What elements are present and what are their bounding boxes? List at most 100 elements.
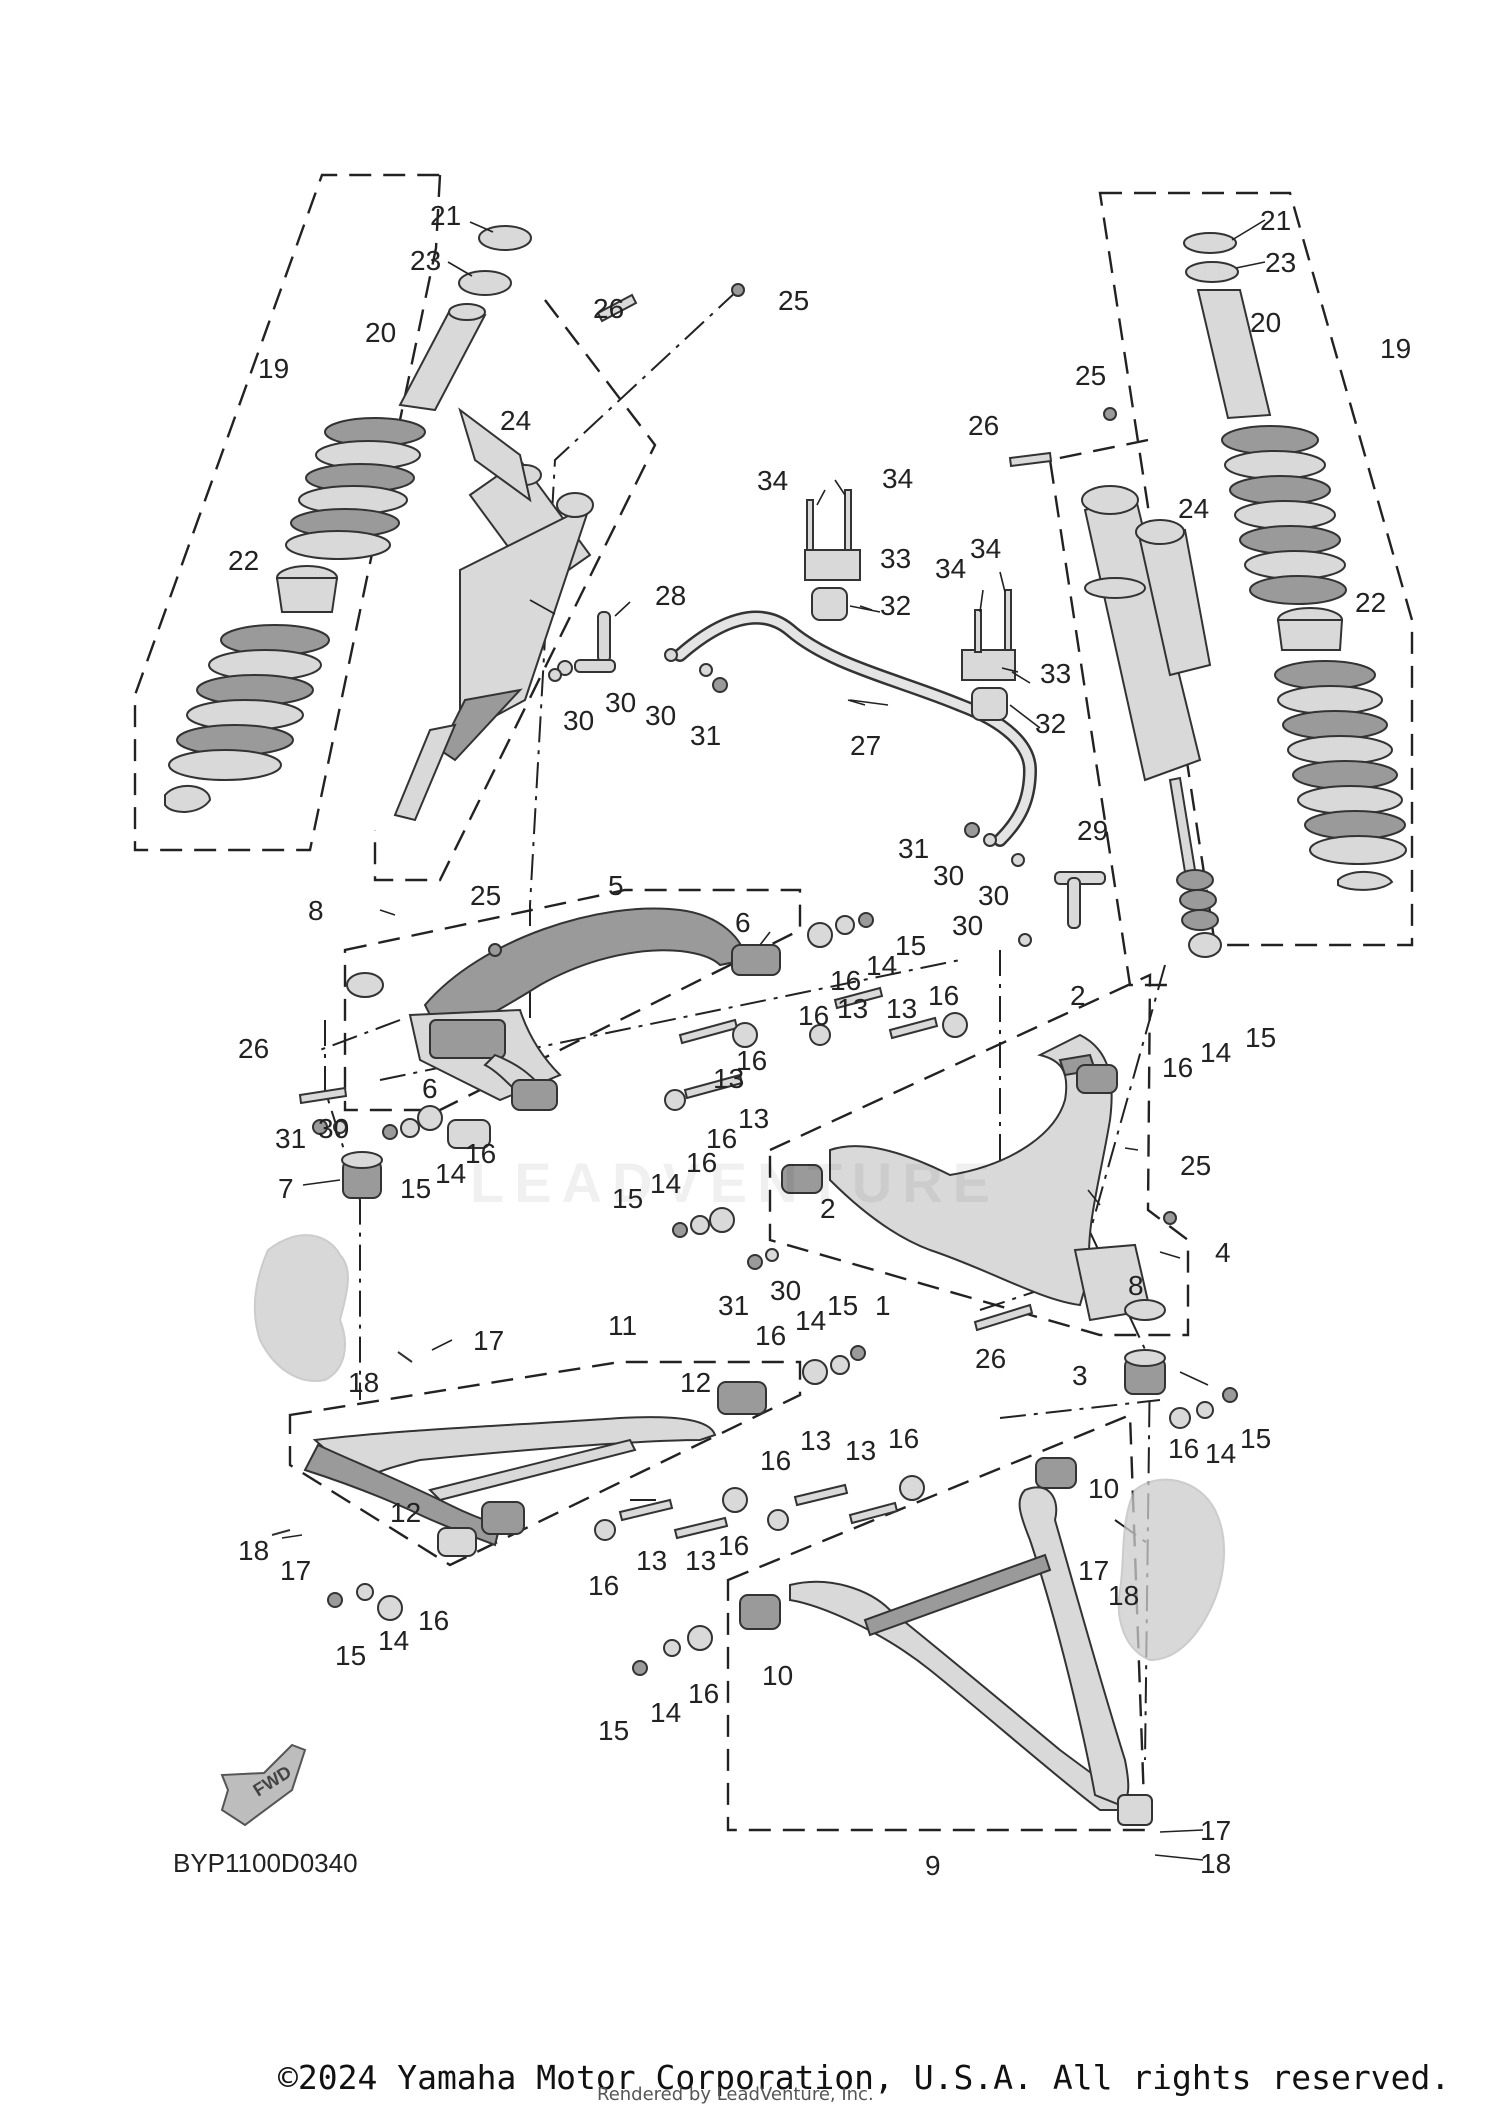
callout-26-mid[interactable]: 26 bbox=[238, 1033, 269, 1064]
callout-28[interactable]: 28 bbox=[655, 580, 686, 611]
callout-32-a[interactable]: 32 bbox=[880, 590, 911, 621]
callout-16-n[interactable]: 16 bbox=[718, 1530, 749, 1561]
callout-13-b[interactable]: 13 bbox=[886, 993, 917, 1024]
callout-2-a[interactable]: 2 bbox=[1070, 980, 1086, 1011]
callout-16-b[interactable]: 16 bbox=[1162, 1052, 1193, 1083]
callout-9[interactable]: 9 bbox=[925, 1850, 941, 1881]
callout-19-left[interactable]: 19 bbox=[258, 353, 289, 384]
callout-34-a[interactable]: 34 bbox=[757, 465, 788, 496]
callout-16-l[interactable]: 16 bbox=[1168, 1433, 1199, 1464]
callout-15-h[interactable]: 15 bbox=[598, 1715, 629, 1746]
callout-15-b[interactable]: 15 bbox=[1245, 1022, 1276, 1053]
callout-16-g[interactable]: 16 bbox=[465, 1138, 496, 1169]
callout-14-g[interactable]: 14 bbox=[378, 1625, 409, 1656]
callout-16-d[interactable]: 16 bbox=[928, 980, 959, 1011]
callout-24-left[interactable]: 24 bbox=[500, 405, 531, 436]
callout-30-f[interactable]: 30 bbox=[952, 910, 983, 941]
callout-14-b[interactable]: 14 bbox=[1200, 1037, 1231, 1068]
callout-16-h[interactable]: 16 bbox=[686, 1147, 717, 1178]
callout-10-b[interactable]: 10 bbox=[762, 1660, 793, 1691]
callout-15-a[interactable]: 15 bbox=[895, 930, 926, 961]
callout-11[interactable]: 11 bbox=[608, 1310, 637, 1341]
callout-34-d[interactable]: 34 bbox=[970, 533, 1001, 564]
callout-14-c[interactable]: 14 bbox=[435, 1158, 466, 1189]
callout-14-a[interactable]: 14 bbox=[866, 950, 897, 981]
forward-direction-arrow[interactable]: FWD bbox=[220, 1743, 307, 1827]
callout-34-b[interactable]: 34 bbox=[882, 463, 913, 494]
callout-1[interactable]: 1 bbox=[875, 1290, 891, 1321]
callout-30-a[interactable]: 30 bbox=[563, 705, 594, 736]
callout-20-left[interactable]: 20 bbox=[365, 317, 396, 348]
callout-16-m[interactable]: 16 bbox=[588, 1570, 619, 1601]
callout-18-a[interactable]: 18 bbox=[348, 1367, 379, 1398]
callout-13-d[interactable]: 13 bbox=[738, 1103, 769, 1134]
callout-2-b[interactable]: 2 bbox=[820, 1193, 836, 1224]
callout-16-f[interactable]: 16 bbox=[706, 1123, 737, 1154]
callout-25-top-left[interactable]: 25 bbox=[778, 285, 809, 316]
callout-21-left[interactable]: 21 bbox=[430, 200, 461, 231]
callout-7[interactable]: 7 bbox=[278, 1173, 294, 1204]
callout-13-f[interactable]: 13 bbox=[845, 1435, 876, 1466]
callout-16-e[interactable]: 16 bbox=[736, 1045, 767, 1076]
callout-31-c[interactable]: 31 bbox=[275, 1123, 306, 1154]
callout-23-right[interactable]: 23 bbox=[1265, 247, 1296, 278]
callout-14-d[interactable]: 14 bbox=[650, 1168, 681, 1199]
callout-22-right[interactable]: 22 bbox=[1355, 587, 1386, 618]
callout-6-a[interactable]: 6 bbox=[735, 907, 751, 938]
callout-27[interactable]: 27 bbox=[850, 730, 881, 761]
callout-30-c[interactable]: 30 bbox=[645, 700, 676, 731]
callout-18-d[interactable]: 18 bbox=[1200, 1848, 1231, 1879]
callout-34-c[interactable]: 34 bbox=[935, 553, 966, 584]
callout-14-h[interactable]: 14 bbox=[650, 1697, 681, 1728]
callout-8-b[interactable]: 8 bbox=[1128, 1270, 1144, 1301]
callout-25-lower[interactable]: 25 bbox=[1180, 1150, 1211, 1181]
callout-15-g[interactable]: 15 bbox=[335, 1640, 366, 1671]
callout-16-j[interactable]: 16 bbox=[888, 1423, 919, 1454]
callout-18-c[interactable]: 18 bbox=[1108, 1580, 1139, 1611]
callout-16-k[interactable]: 16 bbox=[760, 1445, 791, 1476]
callout-19-right[interactable]: 19 bbox=[1380, 333, 1411, 364]
callout-17-a[interactable]: 17 bbox=[473, 1325, 504, 1356]
callout-29[interactable]: 29 bbox=[1077, 815, 1108, 846]
callout-15-d[interactable]: 15 bbox=[612, 1183, 643, 1214]
callout-33-a[interactable]: 33 bbox=[880, 543, 911, 574]
callout-17-b[interactable]: 17 bbox=[280, 1555, 311, 1586]
callout-14-f[interactable]: 14 bbox=[1205, 1438, 1236, 1469]
callout-25-mid[interactable]: 25 bbox=[470, 880, 501, 911]
callout-20-right[interactable]: 20 bbox=[1250, 307, 1281, 338]
callout-12-b[interactable]: 12 bbox=[390, 1497, 421, 1528]
callout-16-c[interactable]: 16 bbox=[798, 1000, 829, 1031]
callout-16-a[interactable]: 16 bbox=[830, 965, 861, 996]
callout-13-g[interactable]: 13 bbox=[636, 1545, 667, 1576]
callout-30-h[interactable]: 30 bbox=[770, 1275, 801, 1306]
callout-26-lower[interactable]: 26 bbox=[975, 1343, 1006, 1374]
callout-16-o[interactable]: 16 bbox=[418, 1605, 449, 1636]
callout-17-c[interactable]: 17 bbox=[1078, 1555, 1109, 1586]
callout-14-e[interactable]: 14 bbox=[795, 1305, 826, 1336]
callout-13-c[interactable]: 13 bbox=[713, 1063, 744, 1094]
callout-16-i[interactable]: 16 bbox=[755, 1320, 786, 1351]
callout-17-d[interactable]: 17 bbox=[1200, 1815, 1231, 1846]
callout-23-left[interactable]: 23 bbox=[410, 245, 441, 276]
callout-15-f[interactable]: 15 bbox=[1240, 1423, 1271, 1454]
callout-15-e[interactable]: 15 bbox=[827, 1290, 858, 1321]
callout-25-right[interactable]: 25 bbox=[1075, 360, 1106, 391]
callout-32-b[interactable]: 32 bbox=[1035, 708, 1066, 739]
callout-30-d[interactable]: 30 bbox=[933, 860, 964, 891]
callout-31-b[interactable]: 31 bbox=[898, 833, 929, 864]
callout-13-h[interactable]: 13 bbox=[685, 1545, 716, 1576]
callout-30-g[interactable]: 30 bbox=[318, 1113, 349, 1144]
callout-24-right[interactable]: 24 bbox=[1178, 493, 1209, 524]
callout-3[interactable]: 3 bbox=[1072, 1360, 1088, 1391]
callout-26-right[interactable]: 26 bbox=[968, 410, 999, 441]
callout-31-a[interactable]: 31 bbox=[690, 720, 721, 751]
callout-8[interactable]: 8 bbox=[308, 895, 324, 926]
callout-5[interactable]: 5 bbox=[608, 870, 624, 901]
callout-15-c[interactable]: 15 bbox=[400, 1173, 431, 1204]
callout-10-a[interactable]: 10 bbox=[1088, 1473, 1119, 1504]
callout-31-d[interactable]: 31 bbox=[718, 1290, 749, 1321]
callout-30-e[interactable]: 30 bbox=[978, 880, 1009, 911]
callout-30-b[interactable]: 30 bbox=[605, 687, 636, 718]
callout-18-b[interactable]: 18 bbox=[238, 1535, 269, 1566]
callout-4[interactable]: 4 bbox=[1215, 1237, 1231, 1268]
